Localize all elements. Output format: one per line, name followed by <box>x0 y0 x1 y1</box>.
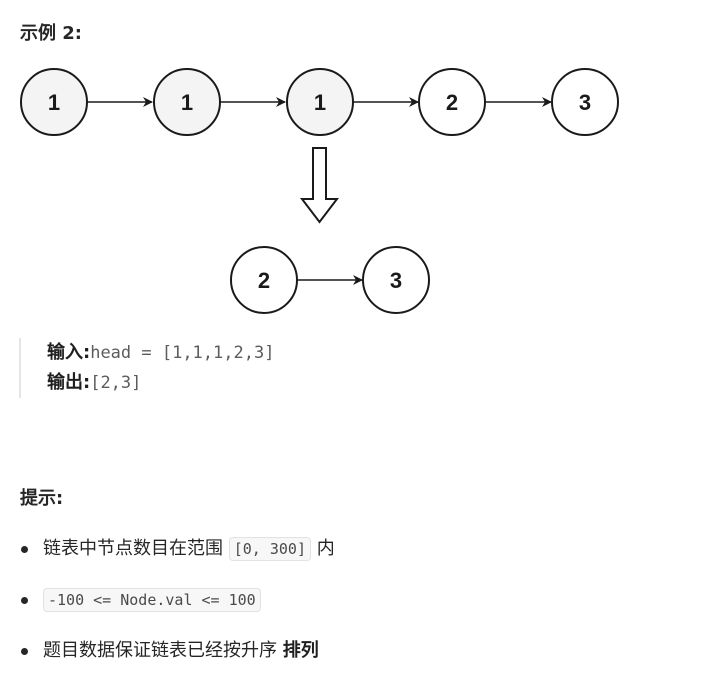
list-node-circle <box>362 246 430 314</box>
list-node: 1 <box>153 68 221 136</box>
input-code: head = [1,1,1,2,3] <box>90 343 275 363</box>
input-label: 输入: <box>47 342 91 363</box>
linked-list-diagram: 1 1 1 2 3 2 3 <box>20 68 619 314</box>
list-node: 2 <box>418 68 486 136</box>
list-node-value: 3 <box>579 90 591 115</box>
list-node: 1 <box>20 68 88 136</box>
hint-strong: 排列 <box>282 640 319 661</box>
inline-code: -100 <= Node.val <= 100 <box>43 588 261 612</box>
inline-code: [0, 300] <box>228 537 311 561</box>
hints-heading: 提示: <box>20 488 64 509</box>
list-node-circle <box>230 246 298 314</box>
list-item: 题目数据保证链表已经按升序 排列 <box>0 634 335 668</box>
input-linked-list: 1 1 1 2 3 <box>20 68 619 136</box>
list-node-value: 1 <box>314 90 326 115</box>
example-io-block: 输入:head = [1,1,1,2,3] 输出:[2,3] <box>19 338 274 398</box>
list-node: 2 <box>230 246 298 314</box>
list-node-value: 1 <box>48 90 60 115</box>
list-node-value: 2 <box>258 268 270 293</box>
list-node-circle <box>153 68 221 136</box>
list-node-circle <box>551 68 619 136</box>
list-node-circle <box>418 68 486 136</box>
list-item: -100 <= Node.val <= 100 <box>0 583 335 617</box>
list-node-value: 2 <box>446 90 458 115</box>
hints-list: 链表中节点数目在范围 [0, 300] 内 -100 <= Node.val <… <box>0 532 335 685</box>
input-line: 输入:head = [1,1,1,2,3] <box>47 338 274 368</box>
list-node-value: 1 <box>181 90 193 115</box>
list-node: 3 <box>362 246 430 314</box>
hint-text: 内 <box>310 538 335 559</box>
list-node-circle <box>20 68 88 136</box>
transform-down-arrow <box>299 147 340 224</box>
output-linked-list: 2 3 <box>230 246 430 314</box>
list-node: 1 <box>286 68 354 136</box>
example-heading: 示例 2: <box>20 23 82 44</box>
hint-text: 题目数据保证链表已经按升序 <box>43 640 283 661</box>
list-node: 3 <box>551 68 619 136</box>
list-node-value: 3 <box>390 268 402 293</box>
output-label: 输出: <box>47 372 91 393</box>
hint-text: 链表中节点数目在范围 <box>43 538 229 559</box>
output-line: 输出:[2,3] <box>47 368 274 398</box>
list-item: 链表中节点数目在范围 [0, 300] 内 <box>0 532 335 566</box>
output-code: [2,3] <box>90 373 142 393</box>
list-node-circle <box>286 68 354 136</box>
